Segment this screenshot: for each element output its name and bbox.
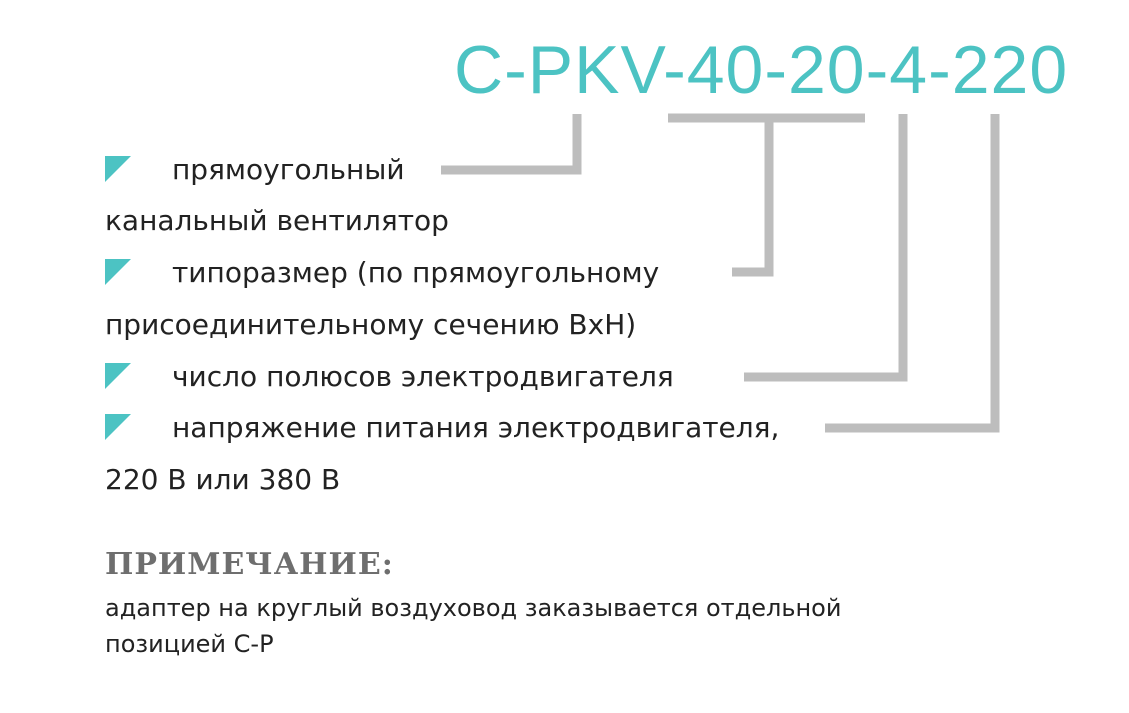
connector-line-size [732, 118, 774, 277]
connector-line-type [441, 114, 582, 175]
description-poles-line1: число полюсов электродвигателя [172, 360, 674, 393]
description-size-line1: типоразмер (по прямоугольному [172, 256, 660, 289]
connector-line-voltage [825, 114, 1000, 433]
teal-triangle-icon [105, 156, 131, 182]
description-type-line1: прямоугольный [172, 153, 405, 186]
teal-triangle-icon [105, 259, 131, 285]
note-text-line2: позицией С-Р [105, 630, 274, 658]
description-voltage-line1: напряжение питания электродвигателя, [172, 411, 780, 444]
description-voltage-line2: 220 В или 380 В [105, 463, 341, 496]
teal-triangle-icon [105, 363, 131, 389]
connector-line-poles [744, 114, 908, 382]
description-size-line2: присоединительному сечению ВхН) [105, 308, 637, 341]
note-text-line1: адаптер на круглый воздуховод заказывает… [105, 594, 842, 622]
model-code: C-PKV-40-20-4-220 [454, 32, 1069, 108]
note-title: ПРИМЕЧАНИЕ: [105, 547, 394, 582]
description-type-line2: канальный вентилятор [105, 204, 449, 237]
teal-triangle-icon [105, 414, 131, 440]
